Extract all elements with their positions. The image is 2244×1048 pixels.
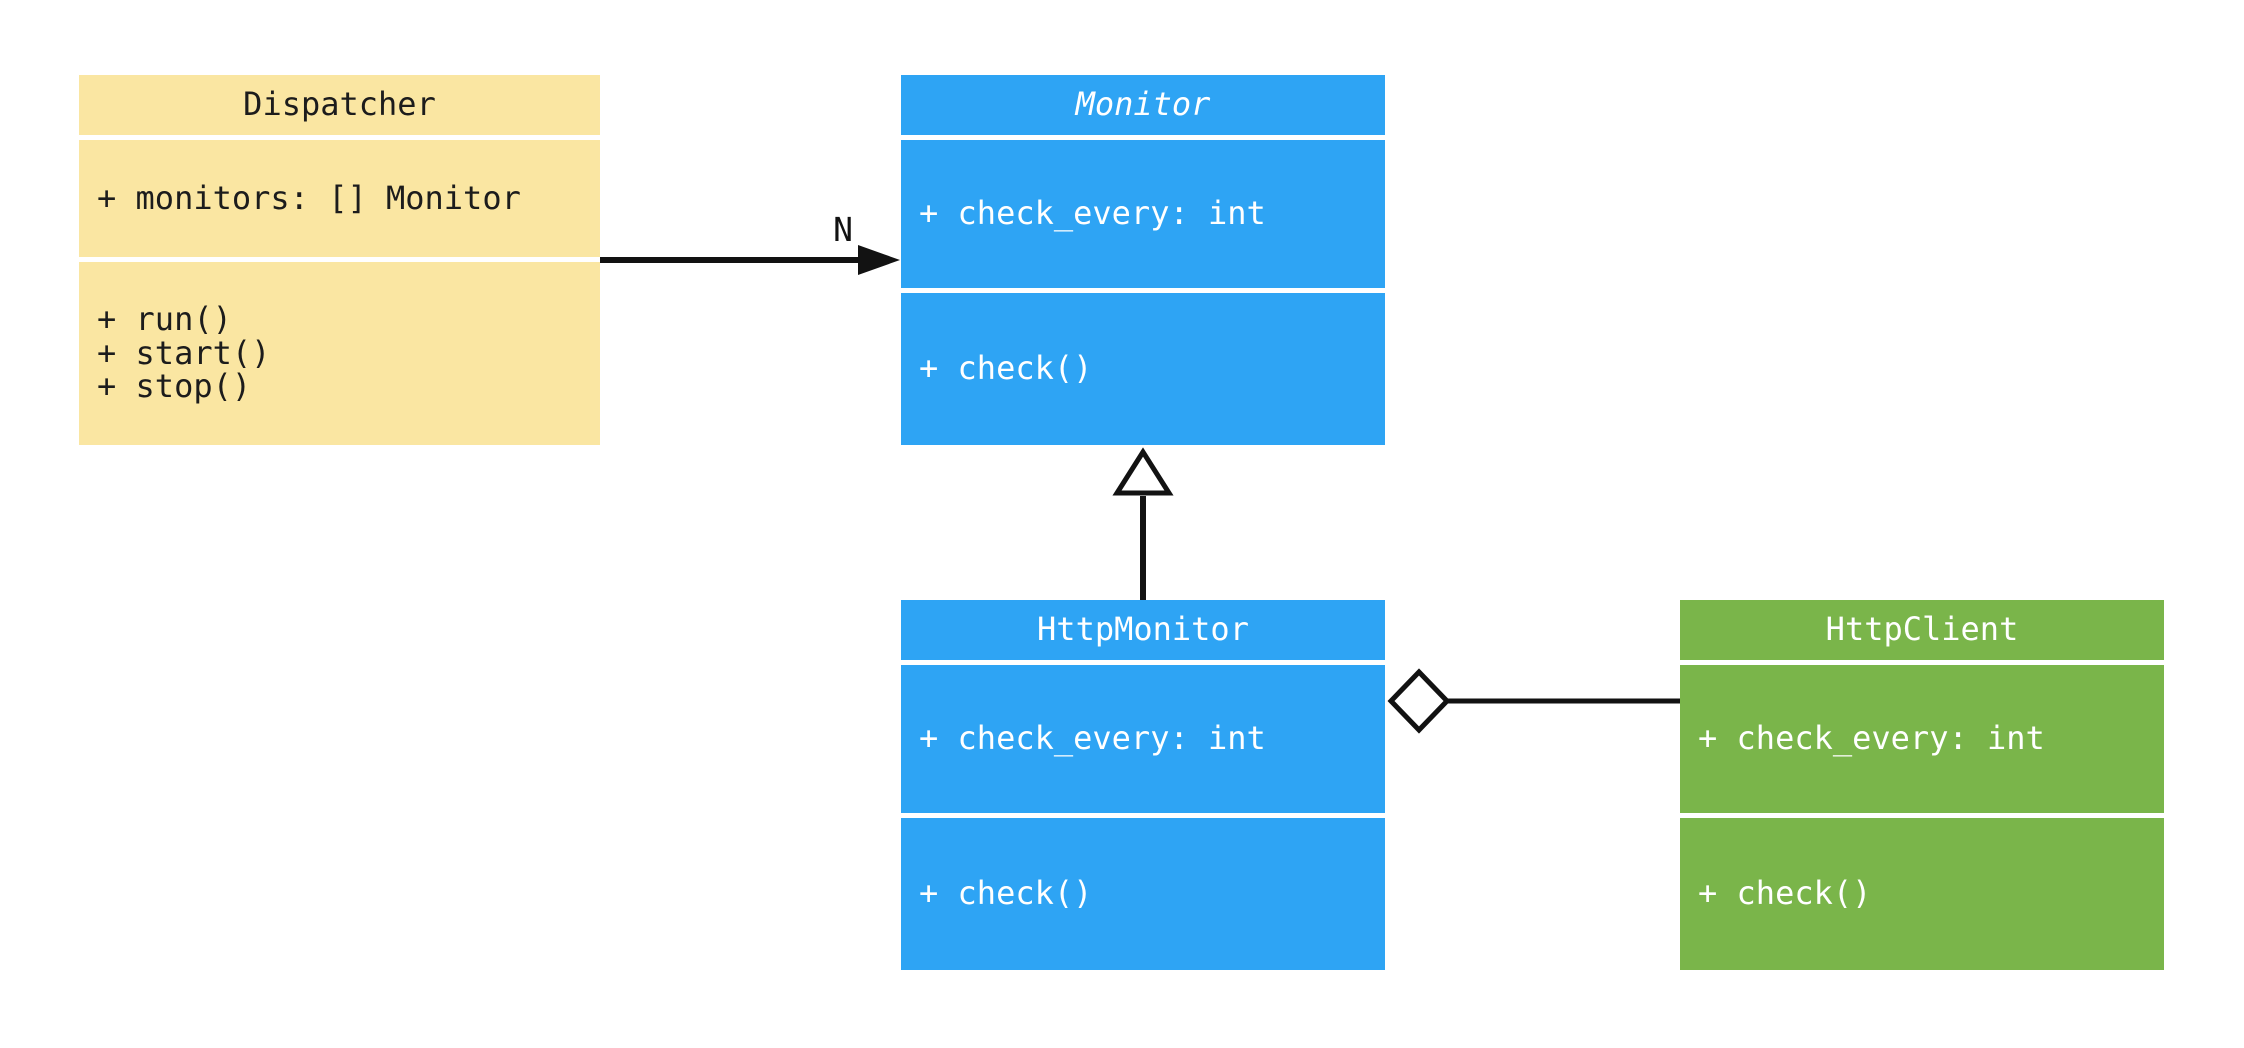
class-title: Dispatcher <box>243 85 436 124</box>
class-attribute: + monitors: [] Monitor <box>97 178 521 217</box>
class-attributes-section: + monitors: [] Monitor <box>79 140 600 257</box>
class-http-monitor: HttpMonitor + check_every: int + check() <box>901 600 1385 970</box>
class-method: + stop() <box>97 367 252 406</box>
class-method: + check() <box>919 349 1093 388</box>
class-title: HttpClient <box>1825 610 2019 649</box>
class-attributes-section: + check_every: int <box>901 140 1385 288</box>
class-title-bar: HttpClient <box>1680 600 2164 660</box>
class-attributes-section: + check_every: int <box>1680 665 2164 813</box>
class-methods-section: + check() <box>901 293 1385 445</box>
class-methods-section: + check() <box>1680 818 2164 970</box>
class-attribute: + check_every: int <box>1698 719 2045 758</box>
class-method: + check() <box>1698 874 1872 913</box>
class-method: + run() <box>97 300 232 339</box>
class-http-client: HttpClient + check_every: int + check() <box>1680 600 2164 970</box>
class-title: Monitor <box>1075 85 1211 124</box>
class-method: + start() <box>97 333 271 372</box>
class-title-bar: Monitor <box>901 75 1385 135</box>
association-arrowhead-icon <box>858 245 900 275</box>
association-multiplicity-label: N <box>833 210 853 249</box>
class-methods-section: + check() <box>901 818 1385 970</box>
class-attribute: + check_every: int <box>919 719 1266 758</box>
class-title-bar: Dispatcher <box>79 75 600 135</box>
class-monitor: Monitor + check_every: int + check() <box>901 75 1385 445</box>
aggregation-diamond-icon <box>1387 668 1451 734</box>
class-title-bar: HttpMonitor <box>901 600 1385 660</box>
class-title: HttpMonitor <box>1037 610 1249 649</box>
class-dispatcher: Dispatcher + monitors: [] Monitor + run(… <box>79 75 600 445</box>
class-attribute: + check_every: int <box>919 194 1266 233</box>
inheritance-triangle-icon <box>1112 447 1174 496</box>
class-method: + check() <box>919 874 1093 913</box>
class-methods-section: + run() + start() + stop() <box>79 262 600 445</box>
class-attributes-section: + check_every: int <box>901 665 1385 813</box>
